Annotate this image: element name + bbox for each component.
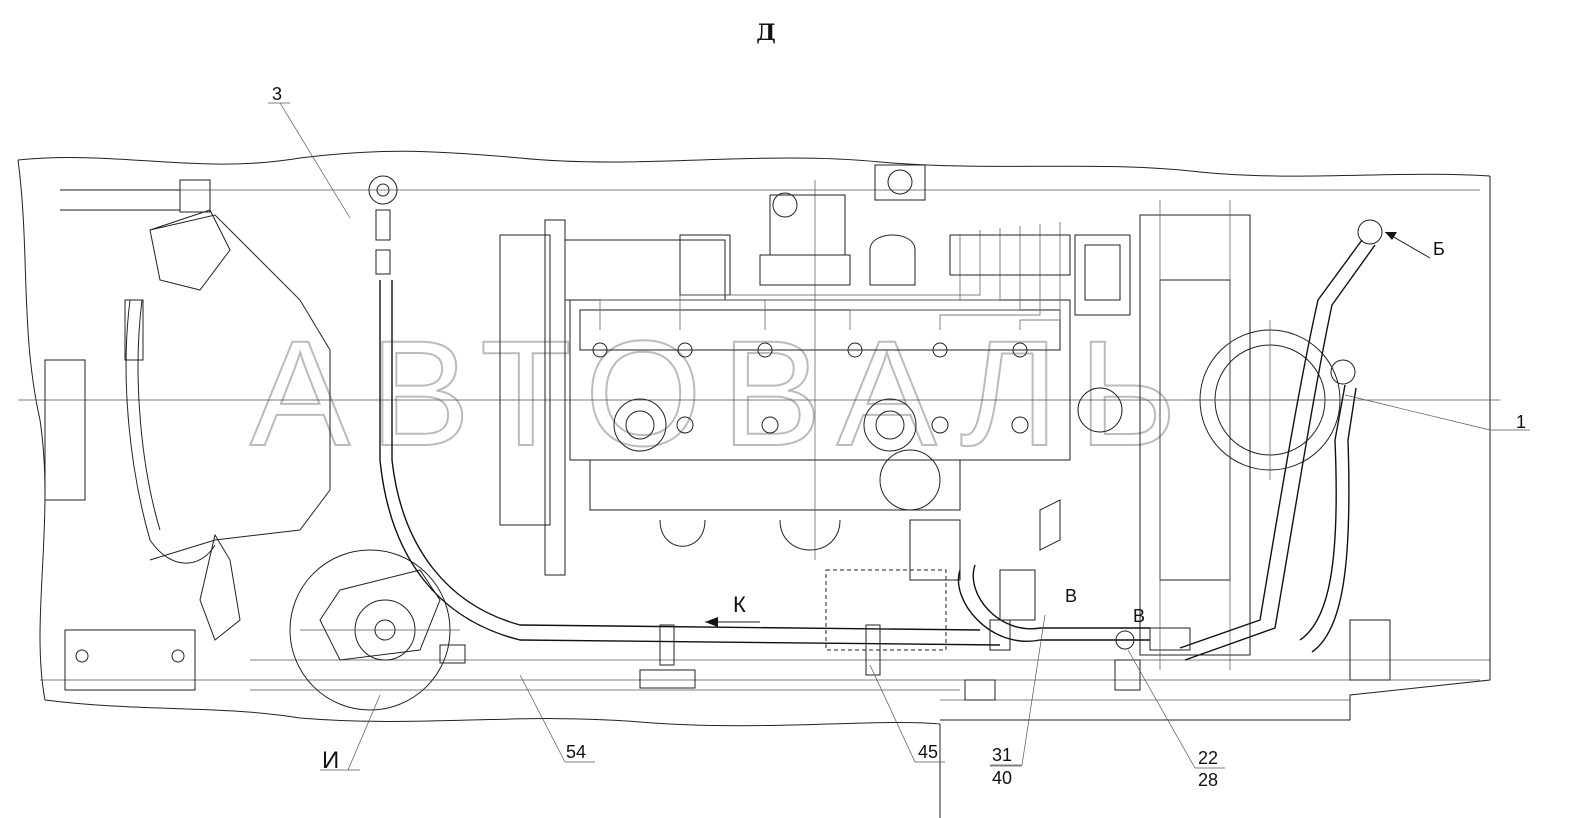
- view-arrow-b: [1384, 231, 1431, 259]
- hose-bottom: [909, 499, 1191, 701]
- engine-block: [499, 180, 1123, 576]
- view-marker-v-right: В: [1133, 606, 1145, 626]
- hose-top-left: [368, 175, 1001, 646]
- callout-40: 40: [992, 768, 1012, 788]
- radiator: [1074, 200, 1350, 670]
- view-arrow-k: [705, 617, 760, 627]
- hose-clamps: [439, 569, 947, 689]
- injector-lines: [592, 222, 1071, 358]
- watermark: АВТОВАЛЬ: [250, 309, 1197, 477]
- callout-31: 31: [992, 745, 1012, 765]
- view-title: Д: [756, 20, 776, 46]
- callout-22: 22: [1198, 748, 1218, 768]
- callout-54: 54: [566, 742, 586, 762]
- callout-1: 1: [1516, 412, 1526, 432]
- compressor: [759, 164, 926, 286]
- leader-lines: [268, 102, 1530, 771]
- left-frame-bracket: [44, 179, 331, 691]
- callout-3: 3: [272, 84, 282, 104]
- view-marker-i: И: [322, 747, 339, 774]
- view-marker-k: К: [733, 592, 746, 617]
- callout-28: 28: [1198, 770, 1218, 790]
- view-marker-b: Б: [1433, 239, 1445, 259]
- left-pulley: [289, 549, 460, 711]
- view-marker-v-left: В: [1065, 586, 1077, 606]
- callout-45: 45: [918, 742, 938, 762]
- hose-right: [1179, 219, 1391, 681]
- frame-outline: [17, 150, 1500, 818]
